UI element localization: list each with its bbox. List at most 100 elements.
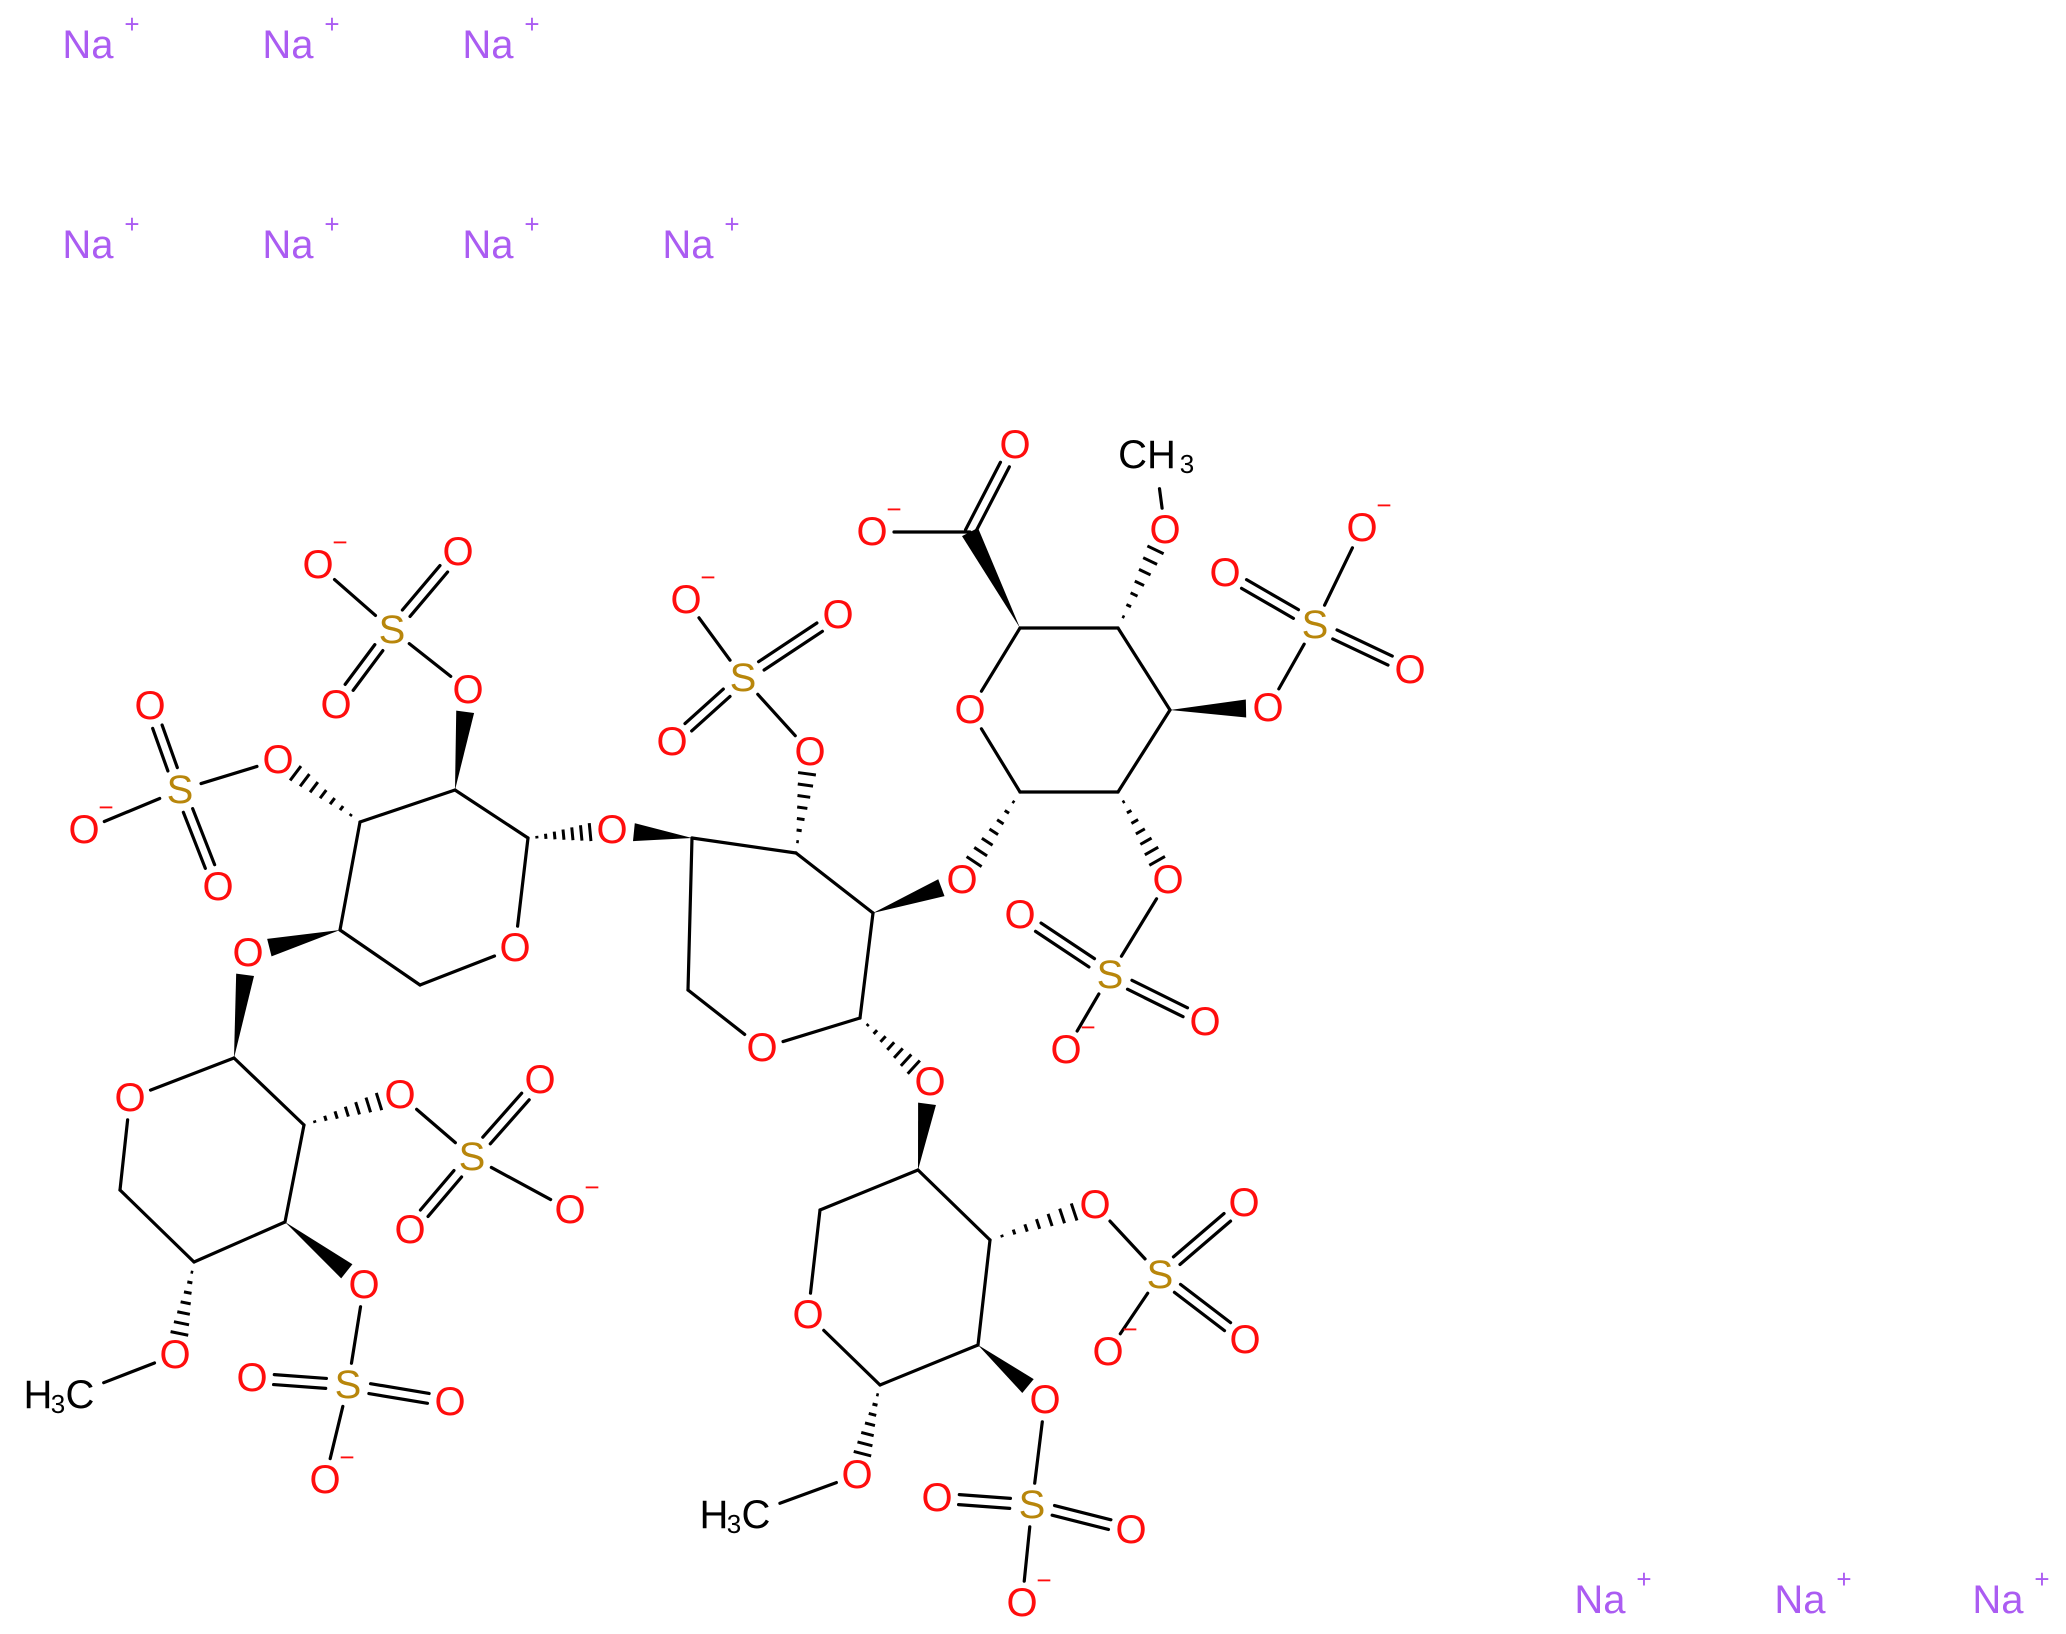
a3-o-bond-1 <box>348 813 353 817</box>
ring-bond <box>808 1208 822 1295</box>
s-o-double-bond-b <box>1130 978 1190 1010</box>
methyl-h-label: H <box>24 1373 53 1417</box>
s-o-single-bond <box>102 796 162 824</box>
oxygen-atom: O <box>320 683 351 727</box>
s-o-single-bond <box>328 1404 345 1461</box>
b4-o-bond-4 <box>180 1300 191 1306</box>
ring-bond <box>118 1118 130 1192</box>
s-o-double-bond-a <box>1172 1290 1227 1333</box>
ring-bond <box>781 1016 862 1044</box>
glyco-bond-a1-7 <box>587 822 593 842</box>
ring-bond <box>916 1168 992 1242</box>
o-s-bond <box>1119 897 1159 958</box>
charge-plus: + <box>124 209 139 239</box>
ring-bond <box>822 1328 882 1387</box>
a2-o-bond <box>455 710 475 790</box>
o-s-bond <box>407 642 453 678</box>
d2-o-bond-3 <box>1023 1223 1029 1233</box>
glyco-bond-c1 <box>632 823 692 842</box>
charge-minus: − <box>98 792 113 822</box>
charge-minus: − <box>1376 490 1391 520</box>
ring-bond <box>794 851 875 915</box>
oxygen-anion-atom: O <box>1346 506 1377 550</box>
d4-o-bond-7 <box>853 1450 872 1458</box>
oxygen-atom: O <box>236 1356 267 1400</box>
c2-o-bond-5 <box>797 794 811 799</box>
ring-bond <box>979 626 1022 693</box>
glyco-bond-a1-6 <box>579 825 584 841</box>
o-s-bond <box>1108 1219 1147 1261</box>
o-s-bond <box>349 1305 363 1365</box>
glyco-bond-e5-2 <box>1003 809 1010 815</box>
oxygen-anion-atom: O <box>68 808 99 852</box>
glyco-bond-a1-5 <box>570 827 575 841</box>
sulfur-atom: S <box>335 1363 362 1407</box>
d4-o-bond-3 <box>868 1412 877 1417</box>
d2-o-bond-7 <box>1069 1202 1079 1221</box>
d4-o-bond-2 <box>872 1402 878 1407</box>
sodium-ion: Na <box>262 223 314 267</box>
b4-o-bond-1 <box>190 1270 194 1274</box>
s-o-double-bond-b <box>368 1382 431 1396</box>
ring-bond <box>686 988 747 1037</box>
sodium-ion: Na <box>1972 1578 2024 1622</box>
oxygen-atom: O <box>1115 1508 1146 1552</box>
oxygen-anion-atom: O <box>856 510 887 554</box>
charge-minus: − <box>1080 1012 1095 1042</box>
o-s-bond <box>415 1107 457 1145</box>
e2-o-bond-1 <box>1121 614 1126 619</box>
ring-bond <box>858 911 875 1020</box>
s-o-double-bond-b <box>1052 1503 1113 1522</box>
sodium-ion: Na <box>1574 1578 1626 1622</box>
e1-carboxyl-bond <box>962 527 1020 628</box>
s-o-single-bond <box>1322 546 1355 607</box>
glyco-bond-c4-3 <box>879 1035 887 1043</box>
e4-o-bond-6 <box>1144 845 1159 857</box>
s-o-double-bond-a <box>1039 921 1097 961</box>
e4-o-bond-1 <box>1121 799 1126 804</box>
ring-bond <box>338 928 422 987</box>
glyco-bond-e5-4 <box>988 827 999 836</box>
d4-o-bond-4 <box>864 1421 876 1427</box>
oxygen-anion-atom: O <box>1092 1330 1123 1374</box>
s-o-single-bond <box>1075 992 1101 1033</box>
d4-o-bond-5 <box>860 1431 875 1438</box>
oxygen-atom: O <box>1189 1000 1220 1044</box>
e4-o-bond-2 <box>1126 809 1133 815</box>
ring-bond <box>878 1343 980 1387</box>
s-o-single-bond <box>697 616 732 662</box>
s-o-double-bond-a <box>367 1391 430 1405</box>
d4-o-bond-1 <box>875 1393 880 1397</box>
d2-o-bond-5 <box>1046 1213 1054 1227</box>
ring-bond <box>686 836 694 992</box>
d2-o-bond-1 <box>1000 1234 1004 1238</box>
glyco-bond-c4-4 <box>886 1041 896 1051</box>
e4-o-bond-5 <box>1139 836 1153 846</box>
sulfur-atom: S <box>1019 1483 1046 1527</box>
glyco-bond-e5-3 <box>996 818 1005 826</box>
d4-o-bond-6 <box>857 1440 873 1448</box>
charge-minus: − <box>332 527 347 557</box>
ring-bond <box>283 1123 306 1224</box>
glyco-bond-e5-1 <box>1011 799 1016 804</box>
s-o-double-bond-b <box>1033 929 1091 969</box>
sulfur-atom: S <box>1147 1253 1174 1297</box>
e2-o-bond-4 <box>1134 579 1145 587</box>
charge-minus: − <box>1036 1565 1051 1595</box>
ring-bond <box>1116 708 1172 794</box>
s-o-double-bond-b <box>191 807 217 867</box>
sulfur-atom: S <box>1302 603 1329 647</box>
s-o-single-bond <box>1022 1525 1032 1583</box>
oxygen-anion-atom: O <box>670 578 701 622</box>
glyco-bond-e5-6 <box>973 846 988 858</box>
glyco-bond-e5-7 <box>965 855 983 868</box>
methyl-subscript: 3 <box>51 1389 65 1419</box>
s-o-double-bond-b <box>351 649 385 692</box>
glyco-bond-d1 <box>918 1102 936 1170</box>
carboxyl-double-bond-a <box>972 465 1011 536</box>
oxygen-atom: O <box>954 688 985 732</box>
d2-o-bond-2 <box>1011 1229 1017 1235</box>
ring-bond <box>418 954 497 987</box>
oxygen-atom: O <box>1228 1181 1259 1225</box>
